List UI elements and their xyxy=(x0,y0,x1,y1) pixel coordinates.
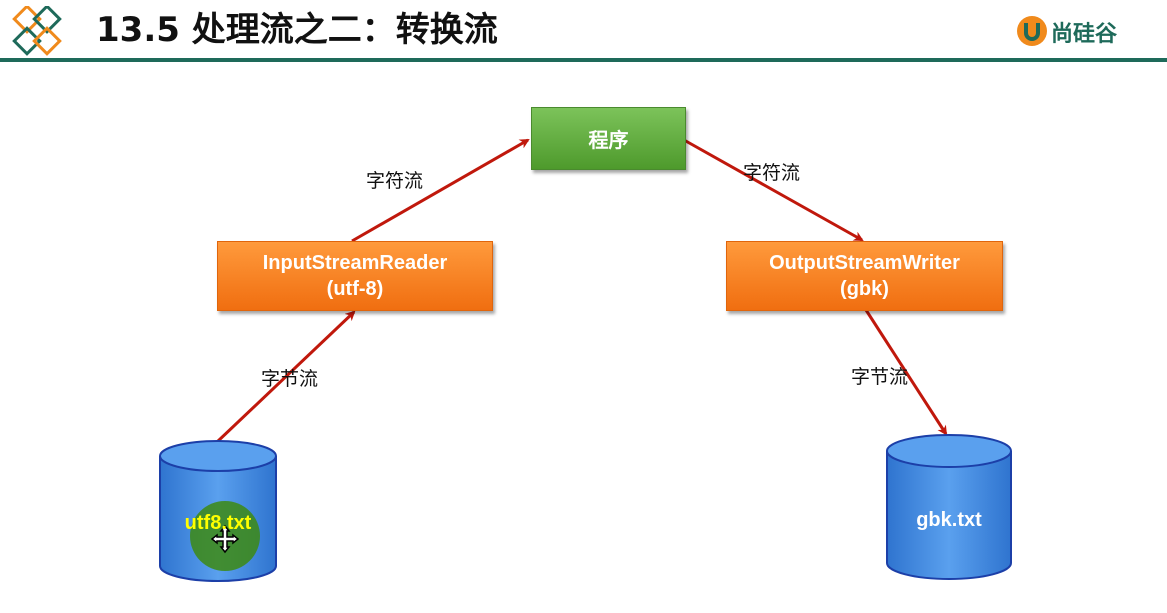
output-stream-writer-node: OutputStreamWriter (gbk) xyxy=(726,241,1003,311)
diamond-logo-icon xyxy=(12,6,62,56)
arrow-source-to-reader xyxy=(215,310,356,444)
edge-label-reader-to-program: 字符流 xyxy=(366,170,424,192)
brand-u-icon xyxy=(1017,16,1047,46)
move-cursor-icon xyxy=(210,524,240,554)
header-divider xyxy=(0,58,1167,62)
arrow-program-to-writer xyxy=(683,138,864,242)
edge-label-writer-to-target: 字节流 xyxy=(851,366,909,388)
slide-title: 13.5 处理流之二：转换流 xyxy=(96,10,498,50)
arrow-reader-to-program xyxy=(351,138,530,243)
arrow-writer-to-target xyxy=(864,309,948,436)
edge-label-source-to-reader: 字节流 xyxy=(261,368,319,390)
reader-charset-label: (utf-8) xyxy=(326,278,384,300)
program-node: 程序 xyxy=(531,107,686,170)
edge-label-program-to-writer: 字符流 xyxy=(743,162,801,184)
program-label: 程序 xyxy=(588,130,629,152)
slide-header: 13.5 处理流之二：转换流 尚硅谷 xyxy=(0,0,1167,60)
source-file-label: utf8.txt xyxy=(184,512,252,534)
writer-charset-label: (gbk) xyxy=(840,278,889,300)
reader-class-label: InputStreamReader xyxy=(262,252,448,274)
brand-name: 尚硅谷 xyxy=(1051,22,1118,47)
writer-class-label: OutputStreamWriter xyxy=(769,252,960,274)
input-stream-reader-node: InputStreamReader (utf-8) xyxy=(217,241,493,311)
brand-logo: 尚硅谷 xyxy=(1015,14,1117,50)
target-file-cylinder xyxy=(886,434,1012,580)
target-file-label: gbk.txt xyxy=(916,509,982,531)
